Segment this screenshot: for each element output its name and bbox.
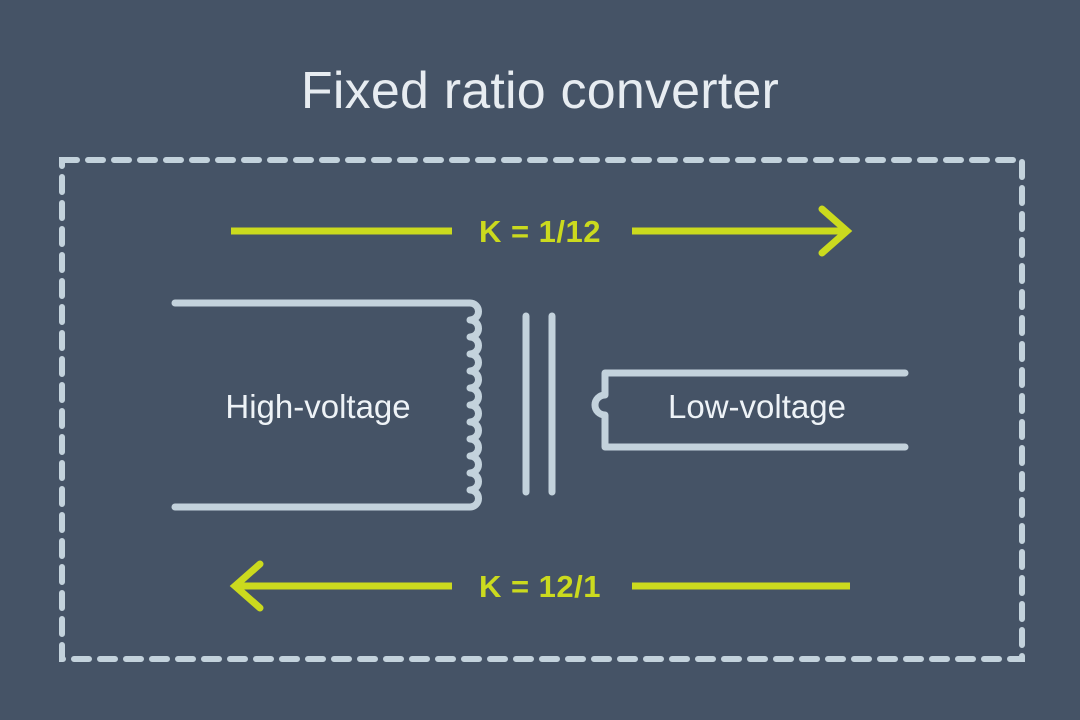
- low-voltage-coil-path: [591, 369, 909, 451]
- low-voltage-label: Low-voltage: [668, 388, 846, 425]
- flow-step-down: K = 1/12: [231, 205, 853, 257]
- high-voltage-label: High-voltage: [225, 388, 410, 425]
- low-voltage-winding: Low-voltage: [591, 369, 909, 451]
- flow-step-up: K = 12/1: [229, 560, 850, 612]
- arrow-right-icon: [818, 205, 853, 257]
- converter-boundary: [59, 157, 1025, 662]
- flow-step-up-label: K = 12/1: [479, 569, 601, 604]
- arrow-left-icon: [229, 560, 264, 612]
- high-voltage-coil-path: [171, 299, 482, 511]
- page-title: Fixed ratio converter: [301, 62, 779, 120]
- transformer-core: [522, 312, 556, 496]
- high-voltage-winding: High-voltage: [171, 299, 482, 511]
- flow-step-down-label: K = 1/12: [479, 214, 601, 249]
